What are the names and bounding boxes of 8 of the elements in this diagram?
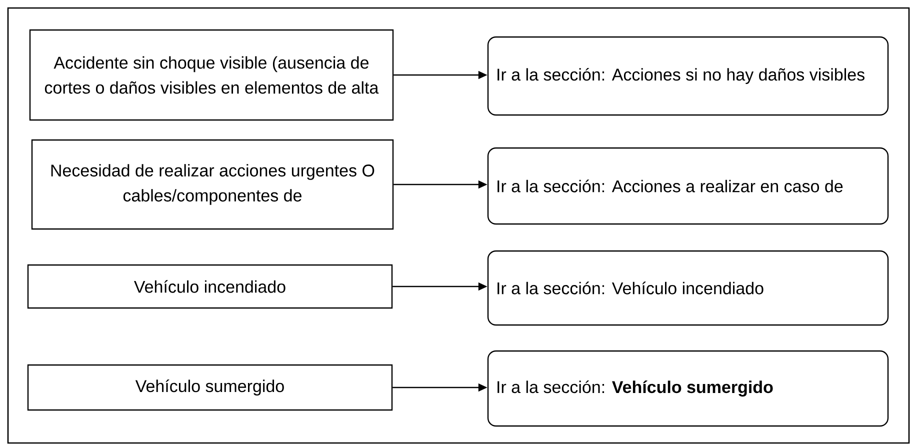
section-box: Ir a la sección: Vehículo incendiado: [487, 250, 889, 326]
process-box: Accidente sin choque visible (ausencia de cortes o daños visibles en elementos de alta: [29, 29, 394, 121]
section-box: Ir a la sección: Acciones si no hay daños visibles: [487, 36, 889, 116]
process-box: Vehículo incendiado: [27, 264, 393, 309]
process-box: Necesidad de realizar acciones urgentes O cables/componentes de: [31, 139, 394, 230]
section-box: Ir a la sección: Acciones a realizar en caso de: [487, 147, 889, 225]
section-box: Ir a la sección: Vehículo sumergido: [487, 350, 889, 427]
process-box: Vehículo sumergido: [27, 364, 393, 411]
